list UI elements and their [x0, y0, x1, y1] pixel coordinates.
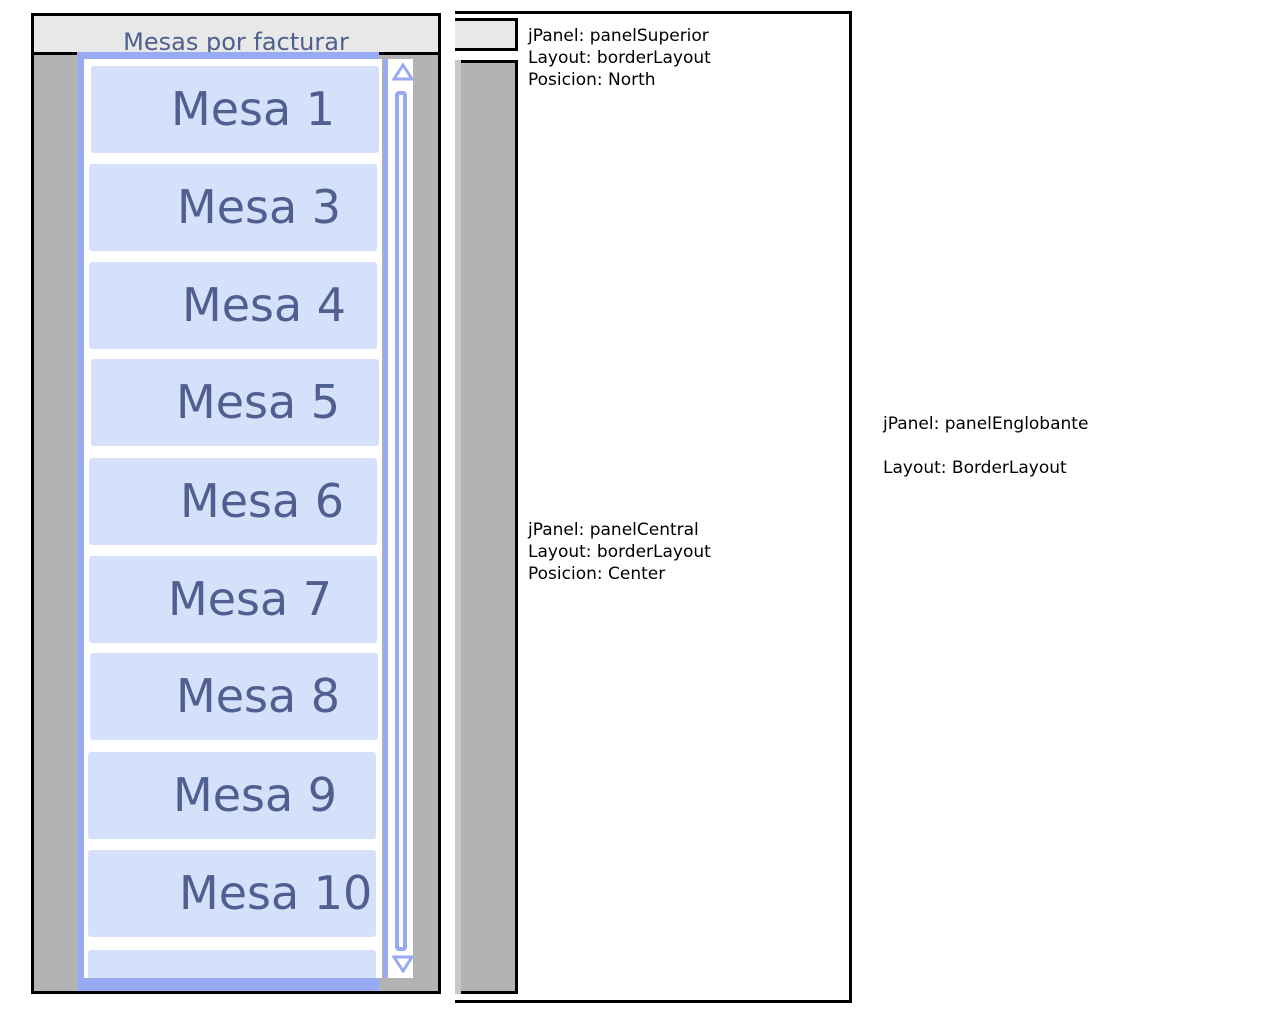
mesa-button-6[interactable]: Mesa 6 — [89, 458, 377, 545]
mesa-button-7[interactable]: Mesa 7 — [89, 556, 377, 643]
mesas-mockup-window: Mesas por facturar Mesa 1 Mesa 3 Mesa 4 … — [31, 13, 441, 994]
panel-englobante-layout: Layout: BorderLayout — [883, 458, 1067, 478]
mesa-button-8[interactable]: Mesa 8 — [90, 653, 378, 740]
mesa-button-9[interactable]: Mesa 9 — [88, 752, 376, 839]
panel-central-posicion: Posicion: Center — [528, 564, 666, 584]
scroll-down-arrow-icon[interactable] — [392, 955, 414, 973]
mesa-button-4[interactable]: Mesa 4 — [89, 262, 377, 349]
panel-central-edge — [455, 60, 461, 994]
panel-superior-block — [455, 18, 518, 51]
panel-englobante-annotation: jPanel: panelEnglobante Layout: BorderLa… — [883, 413, 1088, 479]
panel-superior-layout: Layout: borderLayout — [528, 48, 711, 68]
panel-central-block — [455, 60, 518, 994]
mesas-title: Mesas por facturar — [34, 16, 438, 55]
panel-englobante-name: jPanel: panelEnglobante — [883, 414, 1089, 434]
panel-central-name: jPanel: panelCentral — [528, 520, 699, 540]
panel-central-annotation: jPanel: panelCentral Layout: borderLayou… — [528, 519, 711, 585]
mesa-button-3[interactable]: Mesa 3 — [89, 164, 377, 251]
panel-superior-posicion: Posicion: North — [528, 70, 656, 90]
mesa-button-5[interactable]: Mesa 5 — [91, 359, 379, 446]
mesa-button-10[interactable]: Mesa 10 — [88, 850, 376, 937]
panel-central-layout: Layout: borderLayout — [528, 542, 711, 562]
mesas-list-frame: Mesa 1 Mesa 3 Mesa 4 Mesa 5 Mesa 6 Mesa … — [77, 52, 414, 991]
panel-superior-annotation: jPanel: panelSuperior Layout: borderLayo… — [528, 25, 711, 91]
panel-englobante-outline — [455, 11, 852, 1003]
scroll-up-arrow-icon[interactable] — [392, 63, 414, 81]
vertical-scrollbar[interactable] — [383, 59, 414, 978]
mesa-button-partial[interactable] — [88, 950, 376, 978]
mesa-button-1[interactable]: Mesa 1 — [91, 66, 379, 153]
scrollbar-thumb[interactable] — [395, 91, 407, 951]
mesas-list[interactable]: Mesa 1 Mesa 3 Mesa 4 Mesa 5 Mesa 6 Mesa … — [84, 59, 382, 978]
panel-superior-name: jPanel: panelSuperior — [528, 26, 709, 46]
